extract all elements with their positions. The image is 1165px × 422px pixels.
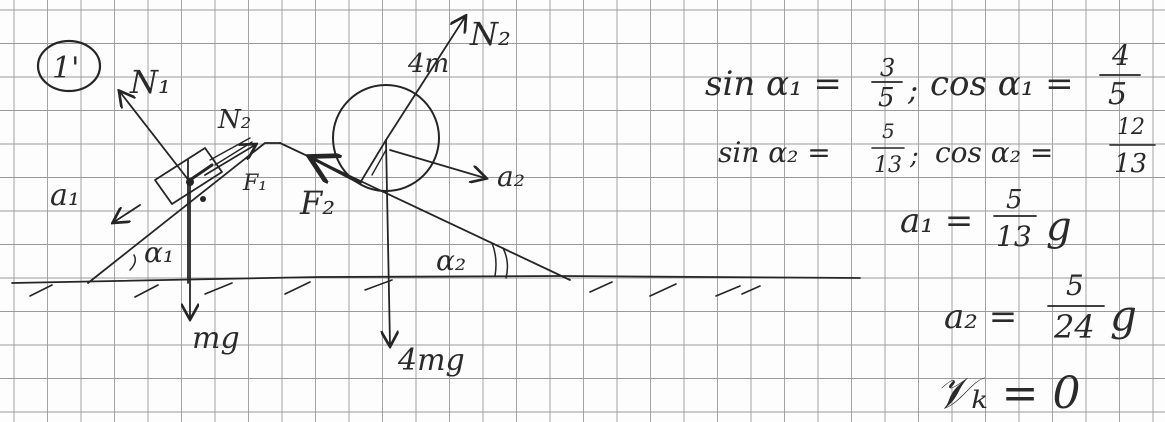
a1-den: 13 bbox=[996, 220, 1032, 253]
vk-result: 𝒱ₖ = 0 bbox=[935, 368, 1081, 419]
label-n2: N₂ bbox=[469, 15, 511, 53]
problem-number: 1' bbox=[36, 39, 102, 93]
ground bbox=[11, 275, 861, 298]
4mg-arrow bbox=[386, 139, 390, 345]
cos2-num: 12 bbox=[1117, 115, 1145, 140]
a1-num: 5 bbox=[1006, 185, 1023, 215]
cos1-den: 5 bbox=[1108, 77, 1127, 112]
label-f1: F₁ bbox=[242, 171, 267, 196]
answers: sin α₁ = 3 5 ; cos α₁ = 4 5 sin α₂ = 5 1… bbox=[705, 39, 1156, 419]
label-n1: N₁ bbox=[129, 63, 171, 101]
cos2-lhs: cos α₂ = bbox=[935, 136, 1053, 169]
alpha1-arc bbox=[129, 254, 137, 271]
sin2-num: 5 bbox=[882, 119, 895, 143]
ball bbox=[312, 17, 485, 345]
alpha2-arc-2 bbox=[502, 247, 509, 279]
left-wedge bbox=[87, 142, 281, 284]
cos1-num: 4 bbox=[1111, 39, 1130, 72]
a2-arrow bbox=[389, 149, 485, 178]
f1-arrow bbox=[204, 145, 255, 176]
a1-lhs: a₁ = bbox=[900, 201, 973, 241]
a2-den: 24 bbox=[1053, 308, 1095, 346]
n2-arrow bbox=[385, 17, 465, 141]
a2-lhs: a₂ = bbox=[944, 297, 1017, 337]
sin1-num: 3 bbox=[880, 54, 895, 82]
label-alpha2: α₂ bbox=[436, 244, 466, 277]
a2-tail: g bbox=[1110, 291, 1137, 340]
sin2-lhs: sin α₂ = bbox=[718, 136, 831, 169]
label-n2-small: N₂ bbox=[217, 105, 251, 135]
sin2-sep: ; bbox=[909, 141, 919, 171]
a2-num: 5 bbox=[1066, 269, 1084, 302]
label-a2: a₂ bbox=[497, 160, 525, 193]
label-f2: F₂ bbox=[299, 184, 335, 222]
sin1-sep: ; bbox=[907, 73, 918, 108]
sin1-lhs: sin α₁ = bbox=[705, 64, 842, 104]
cos1-lhs: cos α₁ = bbox=[930, 64, 1074, 104]
label-alpha1: α₁ bbox=[144, 236, 174, 269]
label-4mg: 4mg bbox=[397, 343, 465, 378]
label-4m: 4m bbox=[407, 49, 449, 79]
block-forces bbox=[114, 92, 255, 318]
problem-number-text: 1' bbox=[52, 51, 79, 86]
diagram-labels: N₁ N₂ F₁ F₂ a₁ a₂ α₁ α₂ mg 4m N₂ 4mg bbox=[50, 15, 525, 378]
sin2-den: 13 bbox=[874, 153, 902, 178]
n1-arrow bbox=[120, 92, 191, 183]
sin1-den: 5 bbox=[878, 83, 895, 113]
cos2-den: 13 bbox=[1114, 149, 1147, 179]
f2-arrow bbox=[312, 158, 362, 185]
block-on-slope bbox=[154, 147, 223, 205]
alpha2-arc-1 bbox=[491, 242, 497, 277]
label-mg: mg bbox=[192, 321, 240, 356]
label-a1: a₁ bbox=[50, 178, 80, 213]
a1-tail: g bbox=[1046, 204, 1072, 250]
a1-arrow bbox=[114, 204, 141, 222]
